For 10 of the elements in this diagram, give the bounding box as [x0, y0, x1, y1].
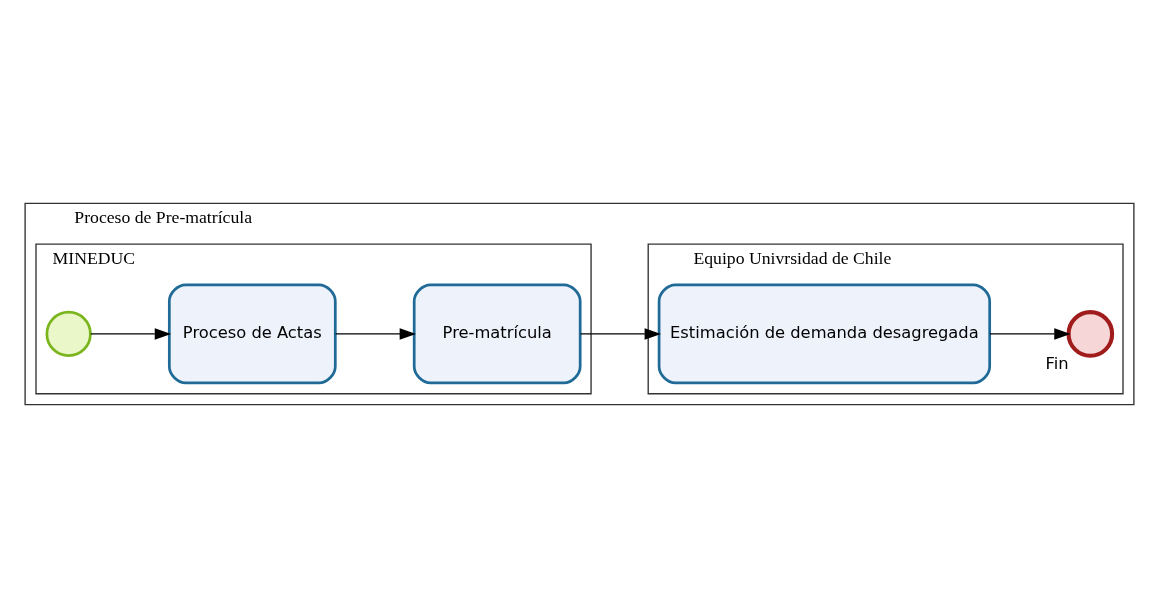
node-label: Fin — [1045, 353, 1069, 373]
node-circle — [45, 310, 92, 357]
arrow — [334, 327, 416, 340]
node-box: Pre-matrícula — [412, 283, 582, 384]
arrow — [989, 327, 1071, 340]
node-circle — [1066, 309, 1115, 358]
arrow — [579, 327, 661, 340]
node-box: Proceso de Actas — [167, 283, 337, 384]
arrow — [90, 327, 172, 340]
node-box: Estimación de demanda desagregada — [657, 283, 992, 384]
